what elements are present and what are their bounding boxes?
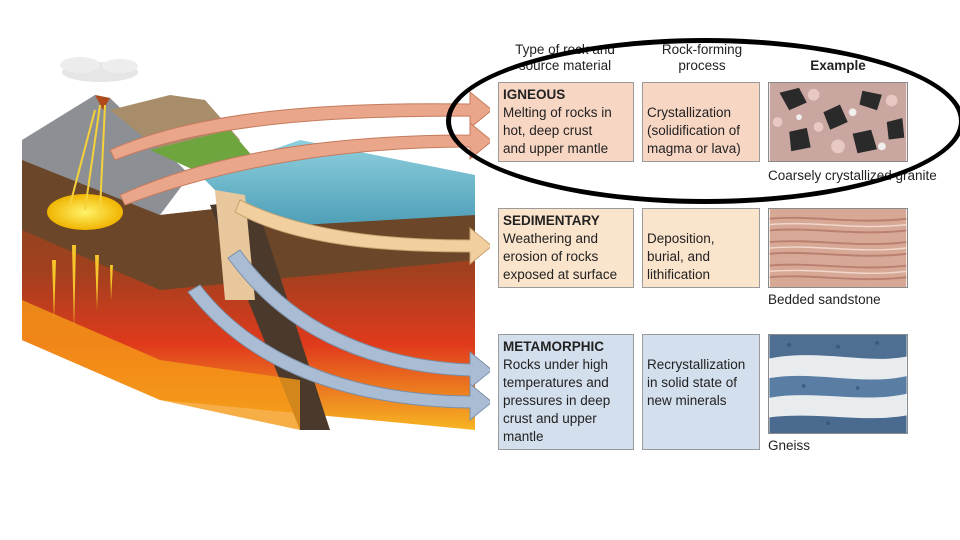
metamorphic-example-caption: Gneiss	[768, 438, 811, 453]
metamorphic-arrow-2	[187, 284, 490, 422]
sedimentary-example-caption: Bedded sandstone	[768, 292, 881, 307]
sedimentary-title: SEDIMENTARY	[503, 213, 600, 228]
metamorphic-title: METAMORPHIC	[503, 339, 604, 354]
sedimentary-process-box: Deposition, burial, and lithification	[642, 208, 760, 288]
mantle-glow	[22, 300, 300, 430]
highlight-ellipse	[446, 38, 960, 204]
gneiss-swatch	[768, 334, 908, 434]
metamorphic-source-box: METAMORPHIC Rocks under high temperature…	[498, 334, 634, 450]
magma-plumes	[52, 245, 113, 330]
sandstone-swatch	[768, 208, 908, 288]
metamorphic-process-box: Recrystallization in solid state of new …	[642, 334, 760, 450]
steam-cloud	[60, 57, 138, 82]
sedimentary-source-box: SEDIMENTARY Weathering and erosion of ro…	[498, 208, 634, 288]
sedimentary-arrow	[234, 199, 490, 266]
magma-chamber	[47, 194, 123, 230]
earth-block-diagram	[22, 57, 490, 430]
